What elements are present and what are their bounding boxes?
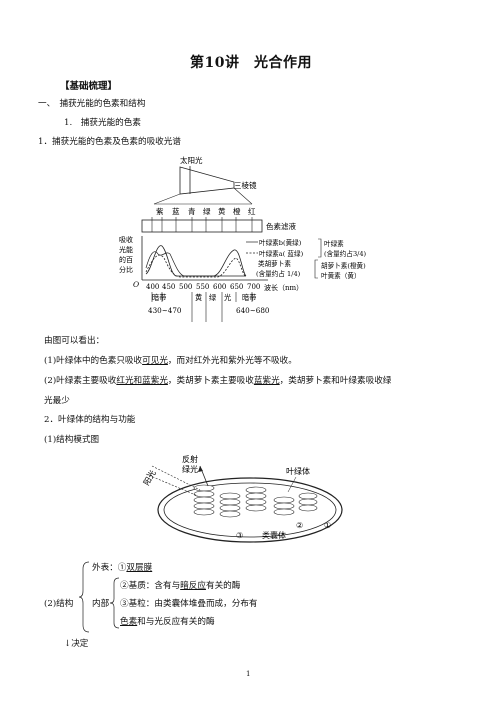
origin-label: O [133,280,139,289]
structure-grana-line2: 色素和与光反应有关的酶 [120,617,215,627]
svg-text:的百: 的百 [119,255,133,264]
chloroplast-label: 叶绿体 [286,466,310,476]
prism-label: 三棱镜 [234,180,257,190]
x-axis-ticks: 400 450 500 550 600 650 700 [146,283,260,291]
svg-text:暗带: 暗带 [242,293,256,302]
svg-text:(含量约占 1/4): (含量约占 1/4) [256,269,301,278]
svg-text:430~470: 430~470 [148,306,182,315]
structure-outer: 外表：①双层膜 [92,563,153,573]
structure-inner-label: 内部 [92,599,110,609]
color-cyan: 青 [188,206,196,216]
pigment-legend: 叶绿素b(黄绿) 叶绿素a( 蓝绿) 类胡萝卜素 (含量约占 1/4) 叶绿素 … [246,238,367,280]
svg-text:分比: 分比 [119,265,133,274]
svg-text:吸收: 吸收 [119,235,133,244]
color-yellow: 黄 [218,206,226,216]
svg-text:450: 450 [162,283,175,291]
svg-text:400: 400 [146,283,159,291]
svg-text:650: 650 [230,283,243,291]
conclusion-intro: 由图可以看出： [44,336,105,346]
spectrum-color-labels: 紫 蓝 青 绿 黄 橙 红 [156,206,256,216]
svg-text:类胡萝卜素: 类胡萝卜素 [258,259,291,268]
svg-text:叶绿素: 叶绿素 [324,239,344,248]
sunlight-label: 太阳光 [180,155,203,165]
sunlight-label: 阳光 [141,468,158,487]
conclusion-2: (2)叶绿素主要吸收红光和蓝紫光，类胡萝卜素主要吸收蓝紫光，类胡萝卜素和叶绿素吸… [44,376,392,386]
heading-pigments: 1. 捕获光能的色素 [64,118,141,128]
item-absorption-spectrum: 1．捕获光能的色素及色素的吸收光谱 [38,137,181,147]
label-n2: ② [296,521,303,530]
structure-label: (2)结构 [44,599,74,609]
chlorophyll-b-curve [145,245,247,277]
svg-text:暗带: 暗带 [152,293,166,302]
svg-text:叶绿素a( 蓝绿): 叶绿素a( 蓝绿) [259,249,304,258]
svg-text:550: 550 [196,283,209,291]
decide-arrow-text: ↓决定 [64,639,89,649]
svg-text:光: 光 [224,293,231,302]
grana-stacks [193,484,318,518]
outer-brace [79,561,90,633]
chlorophyll-a-curve [145,254,247,278]
color-green: 绿 [203,207,211,216]
svg-text:700: 700 [247,283,260,291]
conclusion-2-line2: 光最少 [44,396,70,406]
pigment-filter-box [141,219,263,233]
structure-grana: ③基粒：由类囊体堆叠而成，分布有 [120,599,258,609]
label-n3: ③ [236,531,243,540]
filter-label: 色素滤液 [266,221,296,231]
structure-stroma: ②基质：含有与暗反应有关的酶 [120,581,241,591]
svg-text:600: 600 [213,283,226,291]
outer-membrane [157,477,343,543]
label-n1: ① [324,521,331,530]
conclusion-1: (1)叶绿体中的色素只吸收可见光，而对红外光和紫外光等不吸收。 [44,356,297,366]
reflected-label-2: 绿光 [182,464,198,474]
color-orange: 橙 [233,206,241,216]
item-structure-diagram: (1)结构模式图 [44,435,100,445]
svg-text:胡萝卜素(橙黄): 胡萝卜素(橙黄) [321,261,366,270]
item-chloroplast: 2．叶绿体的结构与功能 [44,415,136,425]
band-labels: 暗带 430~470 黄 绿 光 暗带 640~680 [148,293,270,315]
svg-text:绿: 绿 [209,293,216,302]
svg-text:500: 500 [179,283,192,291]
carotenoid-curve [145,251,246,277]
chloroplast-figure: 阳光 反射 绿光 叶绿体 ③ 类囊体 ② ① [141,454,343,543]
absorption-spectrum-figure: 太阳光 三棱镜 紫 蓝 青 绿 黄 橙 红 色素滤液 吸收 光能 的百 分比 O… [119,155,367,322]
sunlight-rays [145,465,201,497]
svg-text:黄: 黄 [195,293,202,302]
thylakoid-label: 类囊体 [262,530,286,540]
inner-brace [110,577,120,629]
svg-text:光能: 光能 [119,245,133,254]
reflected-label-1: 反射 [182,454,198,464]
wavelength-label: 波长（nm） [264,283,303,292]
svg-text:640~680: 640~680 [236,306,270,315]
heading-pigments-structure: 一、 捕获光能的色素和结构 [38,99,146,109]
section-header: 【基础梳理】 [60,81,118,92]
svg-text:叶黄素（黄）: 叶黄素（黄） [321,271,361,280]
color-violet: 紫 [156,207,164,216]
page-number: 1 [246,670,251,678]
y-axis-label: 吸收 光能 的百 分比 [119,235,133,274]
color-blue: 蓝 [172,206,180,216]
svg-text:叶绿素b(黄绿): 叶绿素b(黄绿) [259,238,302,247]
color-red: 红 [248,206,256,216]
page-title: 第10讲 光合作用 [190,55,312,71]
svg-text:(含量约占3/4): (含量约占3/4) [324,249,367,258]
inner-membrane [163,482,337,538]
prism-shape [179,166,235,195]
